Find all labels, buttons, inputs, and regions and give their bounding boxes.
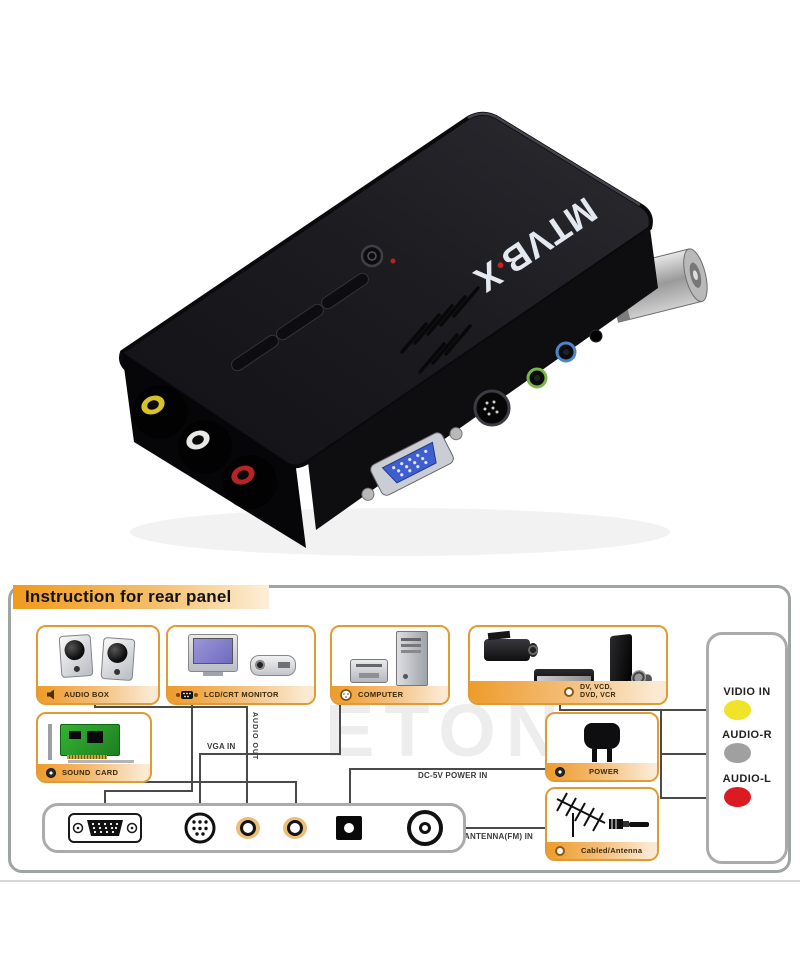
wire-soundcard [81, 781, 297, 783]
power-label: POWER [589, 767, 619, 776]
rca-audio-port [283, 817, 307, 839]
audio-l-label: AUDIO-L [722, 773, 772, 785]
speaker-glyph-icon [47, 689, 54, 700]
speaker-icon [100, 636, 136, 682]
antenna-box: Cabled/Antenna [545, 787, 659, 861]
wire-computer [199, 753, 341, 755]
wire-computer [199, 753, 201, 815]
dv-label-line1: DV, VCD, [580, 684, 613, 691]
sound-card-box: SOUND CARD [36, 712, 152, 783]
projector-icon [250, 655, 296, 676]
rca-audio-port [236, 817, 260, 839]
dv-vcd-dvd-vcr-box: DV, VCD, DVD, VCR [468, 625, 668, 705]
av-inputs-panel [706, 632, 788, 864]
wire-power [349, 768, 547, 770]
vga-mini-icon [176, 690, 198, 699]
sound-card-label: SOUND CARD [62, 768, 119, 777]
vga-port [68, 813, 142, 843]
product-photo: MTVB•X [119, 111, 708, 556]
console-icon [610, 633, 632, 687]
audio-box: AUDIO BOX [36, 625, 160, 705]
printer-icon [350, 659, 388, 683]
power-plug-icon [584, 723, 620, 762]
dv-label-line2: DVD, VCR [580, 692, 616, 699]
diagram-title: Instruction for rear panel [25, 587, 232, 606]
card-bracket-icon [48, 724, 52, 760]
speaker-icon [58, 633, 94, 679]
audio-in-jack-blue [555, 341, 577, 363]
antenna-label: Cabled/Antenna [581, 846, 643, 855]
antenna-coax-port [407, 810, 443, 846]
diagram-title-bar: Instruction for rear panel [13, 585, 269, 609]
sound-card-icon [60, 724, 120, 759]
dc-power-label: DC-5V POWER IN [418, 771, 488, 780]
av-input-jacks [133, 385, 277, 509]
wire-antenna [440, 827, 547, 829]
wire-soundcard [295, 781, 297, 818]
ir-hole [589, 329, 603, 343]
computer-label: COMPUTER [358, 690, 404, 699]
din-icon [340, 688, 352, 701]
audio-out-label: AUDIO OUT [251, 712, 258, 761]
audio-out-jack-green [526, 367, 548, 389]
port-ring-icon [564, 687, 574, 697]
port-ring-icon [555, 845, 565, 856]
power-button [360, 244, 384, 268]
wire-monitor [104, 790, 193, 792]
speaker-grille [400, 286, 480, 374]
crt-monitor-icon [188, 634, 238, 676]
separator-line [0, 880, 800, 882]
dc-power-port [336, 816, 362, 840]
vga-connector [361, 427, 463, 501]
wire-audiobox [94, 706, 248, 708]
device-shadow [130, 508, 670, 556]
port-dot-icon [555, 766, 565, 777]
dvd-player-icon [534, 669, 594, 683]
audio-l-jack [724, 787, 751, 807]
pc-tower-icon [396, 631, 428, 686]
video-in-jack [724, 700, 751, 720]
wire-power [349, 768, 351, 813]
audio-r-label: AUDIO-R [722, 729, 772, 741]
monitor-box: LCD/CRT MONITOR [166, 625, 316, 705]
antenna-icon [556, 792, 649, 837]
wire-dv [660, 797, 726, 799]
camcorder-icon [484, 639, 538, 661]
svideo-port [184, 812, 216, 844]
computer-box: COMPUTER [330, 625, 450, 705]
wire-dv [660, 753, 726, 755]
wire-dv [559, 709, 726, 711]
audio-box-label: AUDIO BOX [64, 690, 110, 699]
svideo-connector [473, 389, 511, 427]
power-led [390, 258, 396, 264]
wire-computer [339, 703, 341, 755]
wire-audio-out [246, 706, 248, 818]
wire-monitor [191, 700, 193, 792]
video-in-label: VIDIO IN [723, 686, 771, 698]
wire-dv [559, 700, 561, 711]
monitor-label: LCD/CRT MONITOR [204, 690, 279, 699]
audio-r-jack [724, 743, 751, 763]
device-buttons [231, 244, 396, 372]
vga-in-label: VGA IN [207, 742, 236, 751]
port-dot-icon [46, 767, 56, 778]
power-box: POWER [545, 712, 659, 782]
wire-vga [104, 790, 106, 815]
antenna-in-label: ANTENNA(FM) IN [464, 832, 534, 841]
